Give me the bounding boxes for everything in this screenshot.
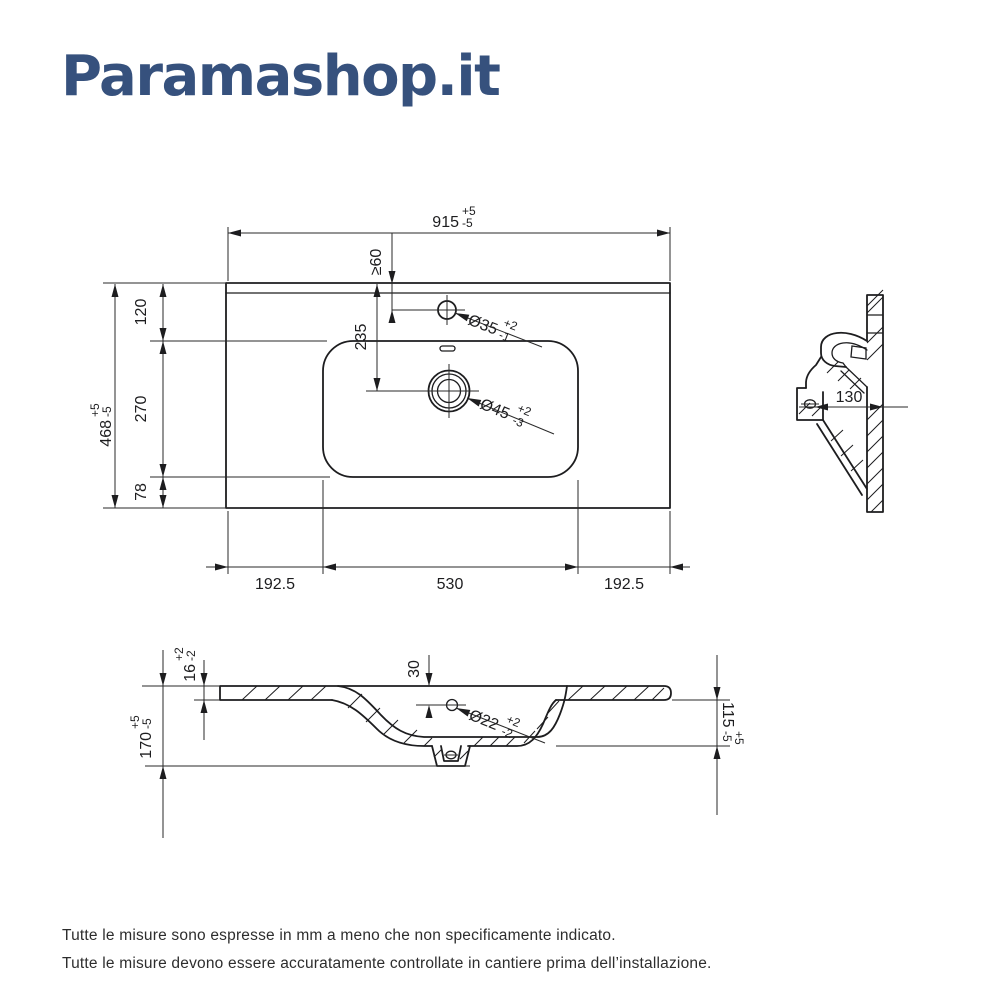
tap-min-dim-lines xyxy=(391,233,465,320)
overflow-hole-label: Ø22 +2 -2 xyxy=(467,707,523,741)
overflow-depth-label: 30 xyxy=(406,660,423,678)
drain-hole-value: Ø45 xyxy=(478,396,513,423)
footer-notes: Tutte le misure sono espresse in mm a me… xyxy=(62,922,712,978)
rim-outer-profile xyxy=(820,331,868,368)
tap-min-label: ≥60 xyxy=(368,249,385,276)
rim-thickness-arrows xyxy=(200,673,208,713)
height-value: 468 xyxy=(98,420,115,447)
drain-hole-tol-minus: -3 xyxy=(511,413,526,430)
section-top-slab xyxy=(219,685,672,701)
overflow-depth-arrows xyxy=(425,673,433,718)
plan-dimensions: 915 +5 -5 468 +5 -5 120 270 78 ≥60 235 1… xyxy=(88,204,690,593)
bowl-inner-surface xyxy=(337,685,568,738)
bowl-depth-tol-plus: +5 xyxy=(732,731,746,745)
height-dim-label: 468 +5 -5 xyxy=(88,403,115,447)
overflow-hole-leader xyxy=(455,707,546,744)
width-value: 915 xyxy=(432,214,459,231)
rim-thickness-label: 16 +2 -2 xyxy=(172,647,199,682)
side-drain-boss xyxy=(796,387,824,421)
bowl-outer-surface xyxy=(331,699,557,747)
footer-note-check: Tutte le misure devono essere accuratame… xyxy=(62,955,712,972)
bowl-width-label: 530 xyxy=(437,576,464,593)
drain-offset-dim-arrows xyxy=(373,284,381,391)
overflow-hole-value: Ø22 xyxy=(467,707,502,734)
overflow-slot xyxy=(439,345,456,352)
zone-bowl-label: 270 xyxy=(133,396,150,423)
countertop-outline xyxy=(225,282,671,509)
drain-hole-tol-plus: +2 xyxy=(515,401,533,419)
bowl-depth-value: 115 xyxy=(719,702,736,728)
rim-inner-profile xyxy=(831,342,868,368)
side-view xyxy=(796,289,884,513)
tap-hole-tol-plus: +2 xyxy=(502,316,520,334)
zone-dim-lines xyxy=(150,284,330,508)
tap-hole-label: Ø35 +2 -1 xyxy=(466,312,520,345)
tap-hole-leader-arrow xyxy=(455,313,470,322)
height-tol-minus: -5 xyxy=(100,406,114,417)
section-drain-boss xyxy=(431,745,471,767)
height-tol-plus: +5 xyxy=(88,403,102,417)
tap-min-dim-arrows xyxy=(388,271,396,323)
section-view xyxy=(219,685,672,767)
section-dimensions: 170 +5 -5 16 +2 -2 30 Ø22 +2 -2 115 +5 - xyxy=(128,647,746,838)
drain-offset-label: 235 xyxy=(353,324,370,351)
total-height-tol-plus: +5 xyxy=(128,715,142,729)
drain-offset-dim-lines xyxy=(366,284,479,392)
width-tol-plus: +5 xyxy=(462,204,476,218)
total-height-tol-minus: -5 xyxy=(140,718,154,729)
tap-hole-value: Ø35 xyxy=(466,312,500,339)
height-dim-lines xyxy=(103,282,240,509)
zone-back-label: 120 xyxy=(133,299,150,326)
zone-dim-arrows xyxy=(159,284,167,508)
basin-outline xyxy=(322,340,579,478)
brand-logo: Paramashop.it xyxy=(61,44,501,109)
bowl-depth-tol-minus: -5 xyxy=(720,731,734,742)
rim-thickness-tol-plus: +2 xyxy=(172,647,186,661)
bottom-chain-arrows xyxy=(215,563,683,571)
width-tol-minus: -5 xyxy=(462,216,473,230)
overflow-channel-tab xyxy=(850,345,867,360)
plan-view xyxy=(225,282,671,509)
margin-right-label: 192.5 xyxy=(604,576,644,593)
footer-note-units: Tutte le misure sono espresse in mm a me… xyxy=(62,927,616,944)
total-height-label: 170 +5 -5 xyxy=(128,715,155,759)
section-ref-lines xyxy=(142,685,730,767)
zone-front-label: 78 xyxy=(133,483,150,501)
rim-thickness-value: 16 xyxy=(182,664,199,682)
wall-flange-outline xyxy=(866,294,884,513)
tap-hole-leader xyxy=(454,312,543,348)
drain-hole-leader xyxy=(466,397,555,435)
rim-hatching xyxy=(798,361,862,417)
flange-hatching xyxy=(866,289,884,513)
bowl-underside-lines xyxy=(816,419,868,496)
overflow-hole-tol-plus: +2 xyxy=(504,712,522,730)
drain-hole-label: Ø45 +2 -3 xyxy=(478,396,534,430)
front-face-profile xyxy=(805,356,822,389)
flange-fixing-slot xyxy=(867,314,883,334)
side-dimensions: 130 xyxy=(799,389,908,411)
section-hatching xyxy=(241,685,665,760)
margin-left-label: 192.5 xyxy=(255,576,295,593)
underside-hatching xyxy=(830,429,864,472)
depth-label: 130 xyxy=(836,389,863,406)
bowl-depth-label: 115 +5 -5 xyxy=(719,702,746,745)
width-dim-lines xyxy=(227,227,671,281)
width-dim-label: 915 +5 -5 xyxy=(432,204,476,231)
drain-hole-leader-arrow xyxy=(467,398,482,407)
total-height-value: 170 xyxy=(138,732,155,759)
bottom-chain-dim-lines xyxy=(206,480,690,574)
tap-hole-tol-minus: -1 xyxy=(497,328,512,345)
overflow-depth-dim-lines xyxy=(416,655,466,706)
rim-thickness-tol-minus: -2 xyxy=(184,650,198,661)
overflow-hole-leader-arrow xyxy=(456,708,471,717)
